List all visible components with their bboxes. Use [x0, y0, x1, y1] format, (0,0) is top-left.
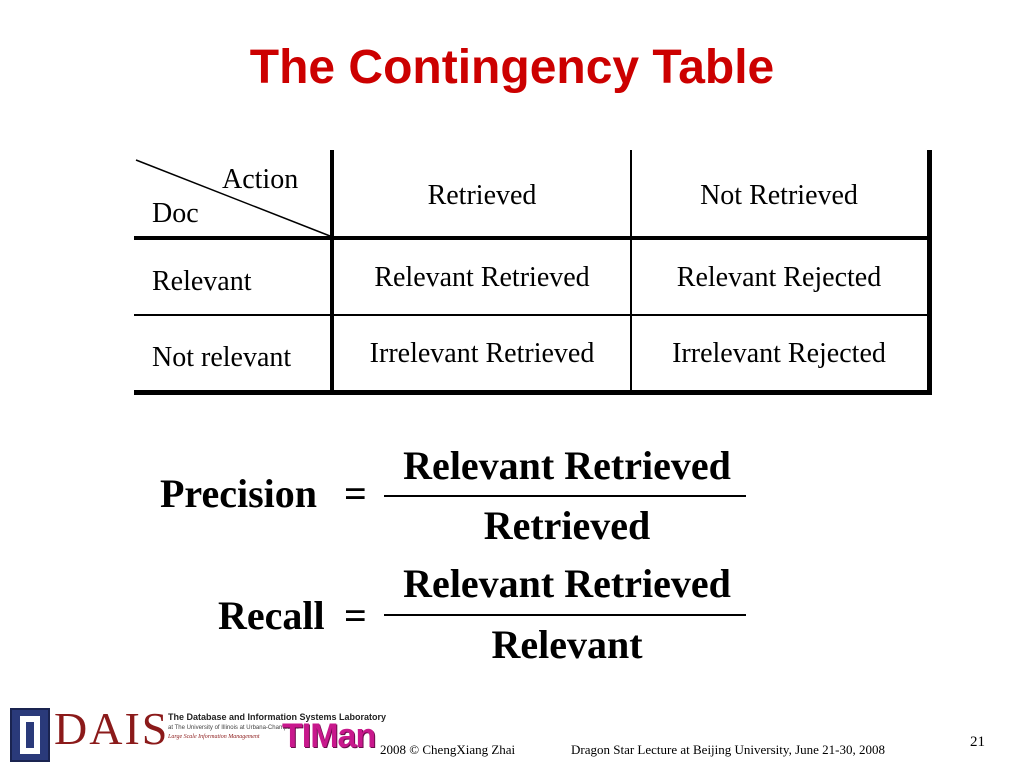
slide-title: The Contingency Table [249, 41, 775, 94]
row-label-not-relevant: Not relevant [152, 342, 292, 373]
cell-relevant-rejected: Relevant Rejected [676, 262, 882, 293]
label-column-rule [330, 150, 334, 395]
contingency-table: Action Doc Retrieved Not Retrieved Relev… [134, 150, 934, 396]
precision-equals: = [344, 471, 367, 516]
cell-irrelevant-retrieved: Irrelevant Retrieved [369, 338, 595, 369]
recall-denominator: Relevant [491, 622, 643, 667]
dais-lab-name: The Database and Information Systems Lab… [168, 712, 387, 722]
col-header-retrieved: Retrieved [427, 180, 537, 211]
header-rule [134, 236, 930, 240]
dais-logo-text: DAIS [54, 703, 170, 754]
cell-relevant-retrieved: Relevant Retrieved [374, 262, 590, 293]
row-label-relevant: Relevant [152, 266, 252, 297]
recall-lhs: Recall [218, 593, 325, 638]
precision-numerator: Relevant Retrieved [403, 443, 731, 488]
mid-column-rule [630, 150, 632, 395]
right-rule [927, 150, 932, 395]
corner-diagonal [135, 159, 331, 237]
corner-doc-label: Doc [152, 198, 199, 229]
row-rule [134, 314, 930, 316]
bottom-rule [134, 390, 932, 395]
slide-page-number: 21 [970, 734, 985, 750]
corner-action-label: Action [222, 164, 299, 195]
footer-lecture: Dragon Star Lecture at Beijing Universit… [571, 742, 885, 757]
illinois-logo-icon [10, 708, 50, 762]
precision-denominator: Retrieved [483, 503, 651, 548]
precision-fraction-bar [384, 495, 746, 497]
cell-irrelevant-rejected: Irrelevant Rejected [672, 338, 886, 369]
recall-numerator: Relevant Retrieved [403, 561, 731, 606]
timan-logo-text: TIMan [282, 717, 376, 755]
recall-equals: = [344, 593, 367, 638]
dais-lab-subtitle-2: Large Scale Information Management [168, 734, 260, 740]
col-header-not-retrieved: Not Retrieved [700, 180, 858, 211]
precision-lhs: Precision [160, 471, 318, 516]
dais-lab-subtitle: at The University of Illinois at Urbana-… [168, 725, 299, 731]
recall-fraction-bar [384, 614, 746, 616]
slide-footer: DAIS The Database and Information System… [0, 700, 1024, 768]
footer-copyright: 2008 © ChengXiang Zhai [380, 742, 516, 757]
